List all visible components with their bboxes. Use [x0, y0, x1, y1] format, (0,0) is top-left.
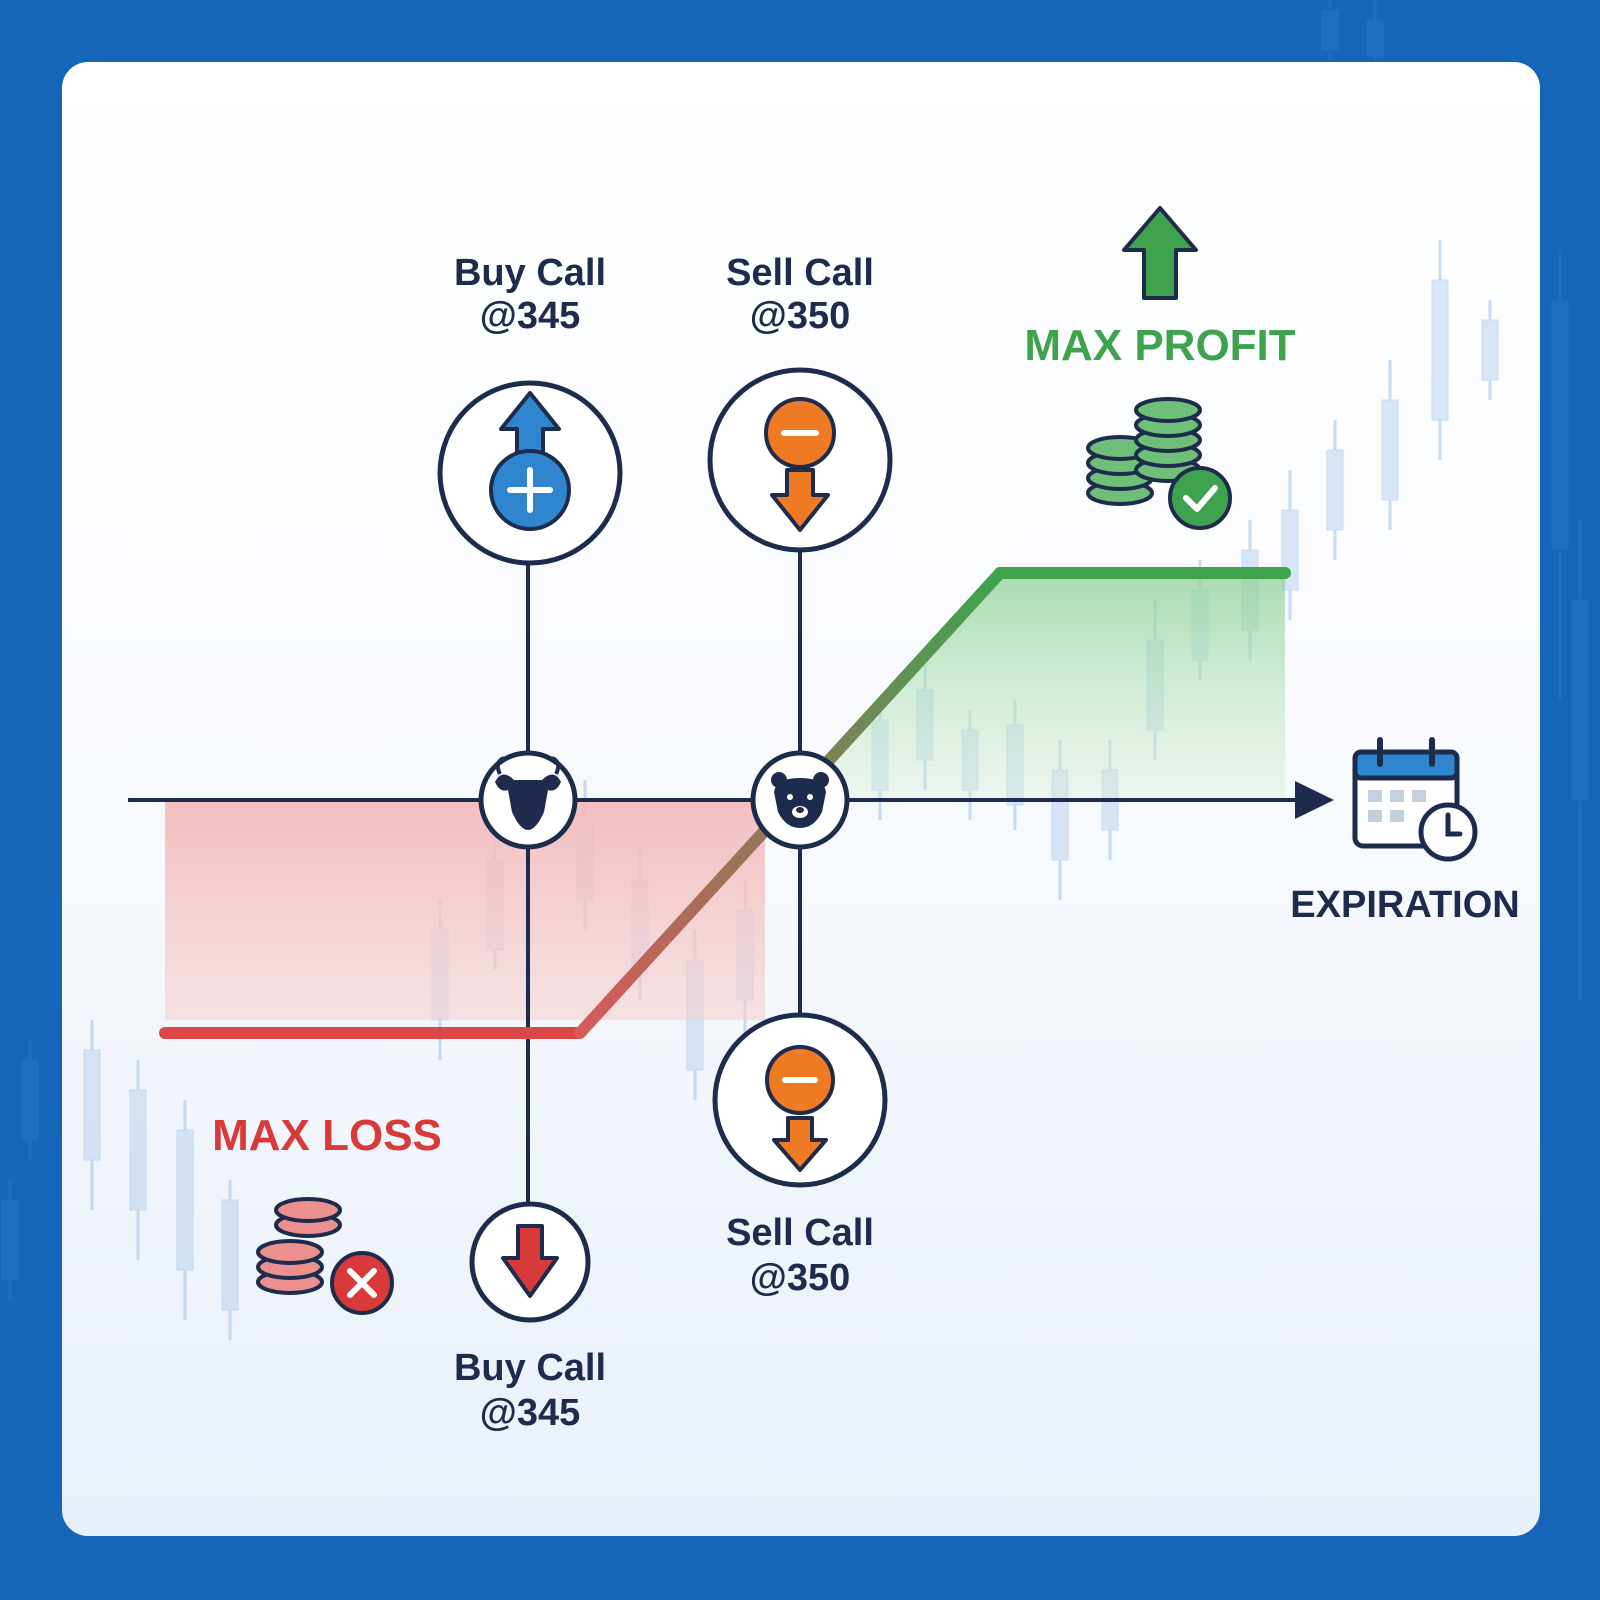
arrow-down-icon: [501, 1224, 559, 1298]
max-loss-area: [165, 800, 765, 1020]
background-candles-left: [1, 1040, 39, 1300]
coins-check-icon: [1086, 397, 1232, 530]
top-sell-call-node: [707, 367, 893, 553]
coins-x-icon: [256, 1197, 394, 1315]
top-sell-call-label: Sell Call @350: [726, 252, 874, 337]
max-loss-label: MAX LOSS: [212, 1111, 442, 1160]
top-buy-call-line2: @345: [480, 295, 580, 337]
bottom-sell-call-line2: @350: [750, 1257, 850, 1299]
calendar-clock-icon: [1352, 737, 1478, 862]
top-buy-call-line1: Buy Call: [454, 252, 606, 294]
bottom-sell-call-label: Sell Call @350: [726, 1212, 874, 1299]
top-sell-call-line1: Sell Call: [726, 252, 874, 294]
max-profit-label: MAX PROFIT: [1024, 321, 1295, 370]
background-candles-right: [1321, 0, 1589, 1000]
bottom-buy-call-line1: Buy Call: [454, 1347, 606, 1389]
bottom-sell-call-line1: Sell Call: [726, 1212, 874, 1254]
bear-icon: [750, 750, 850, 850]
top-buy-call-label: Buy Call @345: [454, 252, 606, 337]
minus-arrow-down-icon: [765, 1045, 835, 1172]
minus-arrow-down-icon: [764, 397, 836, 532]
bottom-buy-call-node: [469, 1201, 591, 1323]
arrow-up-plus-icon: [489, 391, 571, 531]
expiration-label: EXPIRATION: [1290, 884, 1519, 926]
top-sell-call-line2: @350: [750, 295, 850, 337]
bottom-buy-call-line2: @345: [480, 1392, 580, 1434]
bottom-sell-call-node: [712, 1012, 888, 1188]
max-profit-area: [790, 575, 1285, 800]
expiration-axis: [128, 781, 1334, 819]
top-buy-call-node: [437, 380, 623, 566]
arrow-up-icon: [1122, 206, 1198, 300]
bottom-buy-call-label: Buy Call @345: [454, 1347, 606, 1434]
bull-icon: [478, 750, 578, 850]
